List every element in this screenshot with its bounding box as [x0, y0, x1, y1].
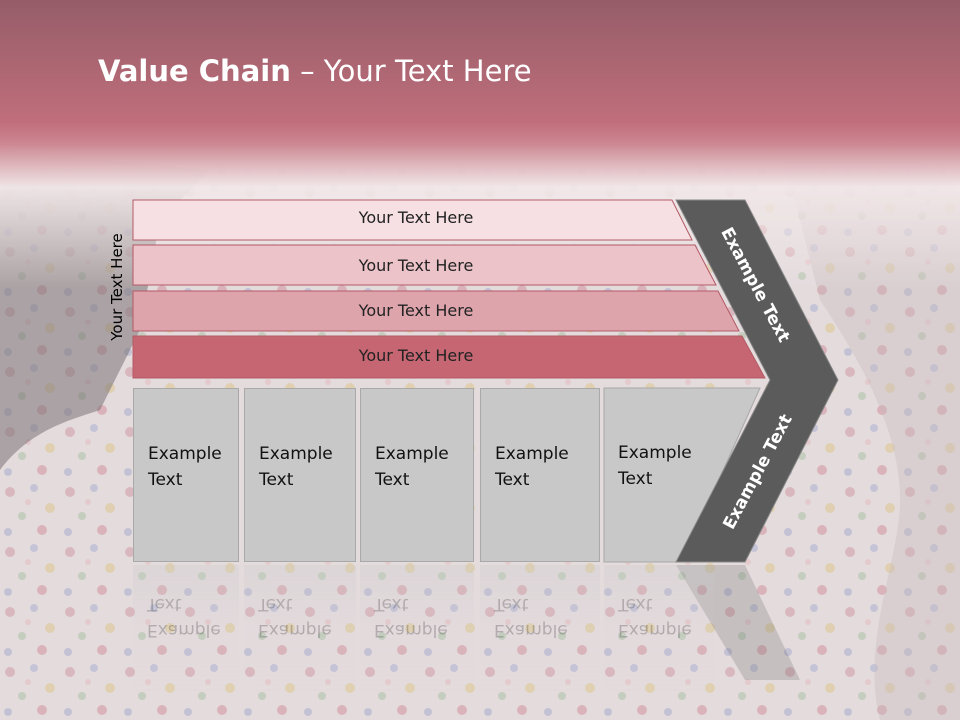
chevron-arrow — [675, 199, 839, 563]
band-2-label: Your Text Here — [358, 256, 474, 275]
chevron-reflection — [676, 565, 800, 680]
band-2 — [132, 244, 717, 286]
side-label: Your Text Here — [108, 233, 126, 341]
title-rest: – Your Text Here — [290, 54, 532, 88]
band-3 — [132, 290, 740, 332]
band-1-label: Your Text Here — [358, 208, 474, 227]
band-1 — [132, 199, 693, 241]
band-4 — [132, 335, 766, 379]
band-4-label: Your Text Here — [358, 346, 474, 365]
page-title: Value Chain – Your Text Here — [98, 54, 532, 88]
title-bold: Value Chain — [98, 54, 291, 88]
band-3-label: Your Text Here — [358, 301, 474, 320]
